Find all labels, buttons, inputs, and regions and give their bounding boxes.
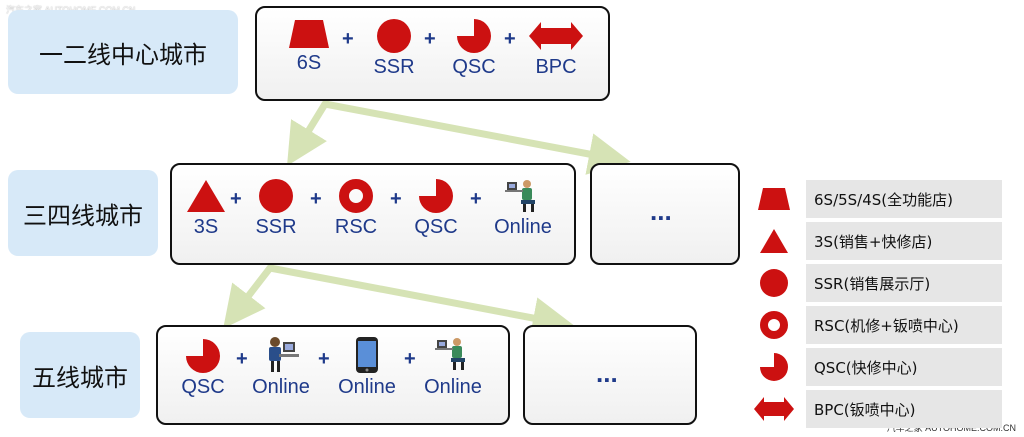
item-label: Online [338,376,396,398]
item-label: BPC [535,56,577,78]
arrow-2b [266,264,575,339]
item-label: Online [424,376,482,398]
legend-row-qsc: QSC(快修中心) [752,348,1002,386]
person-at-computer-icon [435,338,465,370]
trapezoid-icon [289,20,329,48]
smartphone-icon [356,337,378,373]
double-arrow-icon [529,22,583,50]
arrow-2a [223,264,274,329]
item-6s: 6S [286,18,332,75]
plus-sign: + [504,28,516,50]
watermark-bottom: 汽车之家 AUTOHOME.COM.CN [886,423,1016,433]
plus-sign: + [310,188,322,210]
tier-label-text: 三四线城市 [23,201,143,230]
tier2-more-box [590,163,740,265]
plus-sign: + [470,188,482,210]
plus-sign: + [318,348,330,370]
item-online-mobile: Online [334,336,400,399]
tier-label-2: 三四线城市 [8,170,158,256]
pie-icon [457,19,491,53]
arrow-1b [321,100,631,175]
item-rsc: RSC [330,178,382,239]
item-label: RSC [334,216,378,238]
person-at-computer-icon [505,180,535,212]
item-label: QSC [414,216,458,238]
pie-icon [419,179,453,213]
more-ellipsis: ... [650,196,672,226]
item-label: 3S [193,216,219,238]
item-online: Online [488,178,558,239]
item-label: QSC [181,376,225,398]
legend-text: BPC(钣喷中心) [806,390,1002,428]
pie-icon [760,353,788,381]
plus-sign: + [230,188,242,210]
circle-icon [377,19,411,53]
legend-text: RSC(机修+钣喷中心) [806,306,1002,344]
legend-row-rsc: RSC(机修+钣喷中心) [752,306,1002,344]
item-label: Online [252,376,310,398]
circle-icon [259,179,293,213]
plus-sign: + [424,28,436,50]
legend-text: QSC(快修中心) [806,348,1002,386]
triangle-icon [187,180,225,212]
item-label: QSC [452,56,496,78]
plus-sign: + [236,348,248,370]
arrow-1a [287,100,329,166]
item-3s: 3S [184,178,228,239]
item-qsc: QSC [176,338,230,399]
plus-sign: + [342,28,354,50]
ring-icon [339,179,373,213]
legend-row-6s: 6S/5S/4S(全功能店) [752,180,1002,218]
item-online: Online [248,336,314,399]
tier-label-text: 一二线中心城市 [39,40,207,69]
more-ellipsis: ... [596,358,618,388]
double-arrow-icon [754,397,794,421]
item-bpc: BPC [526,18,586,79]
tier-label-text: 五线城市 [32,363,128,392]
tier-label-1: 一二线中心城市 [8,10,238,94]
item-label: Online [494,216,552,238]
tier-label-3: 五线城市 [20,332,140,418]
item-label: SSR [255,216,297,238]
tier2-box [170,163,576,265]
legend-row-ssr: SSR(销售展示厅) [752,264,1002,302]
triangle-icon [760,229,788,253]
circle-icon [760,269,788,297]
item-label: 6S [296,52,322,74]
item-online: Online [420,336,486,399]
legend-text: 6S/5S/4S(全功能店) [806,180,1002,218]
legend-text: SSR(销售展示厅) [806,264,1002,302]
item-label: SSR [373,56,415,78]
ring-icon [760,311,788,339]
legend-row-3s: 3S(销售+快修店) [752,222,1002,260]
trapezoid-icon [758,188,790,210]
item-ssr: SSR [250,178,302,239]
item-qsc: QSC [410,178,462,239]
item-ssr: SSR [366,18,422,79]
tier3-more-box [523,325,697,425]
plus-sign: + [404,348,416,370]
pie-icon [186,339,220,373]
plus-sign: + [390,188,402,210]
legend-row-bpc: BPC(钣喷中心) [752,390,1002,428]
tier3-box [156,325,510,425]
person-at-desk-icon [269,337,299,372]
legend-text: 3S(销售+快修店) [806,222,1002,260]
item-qsc: QSC [448,18,500,79]
